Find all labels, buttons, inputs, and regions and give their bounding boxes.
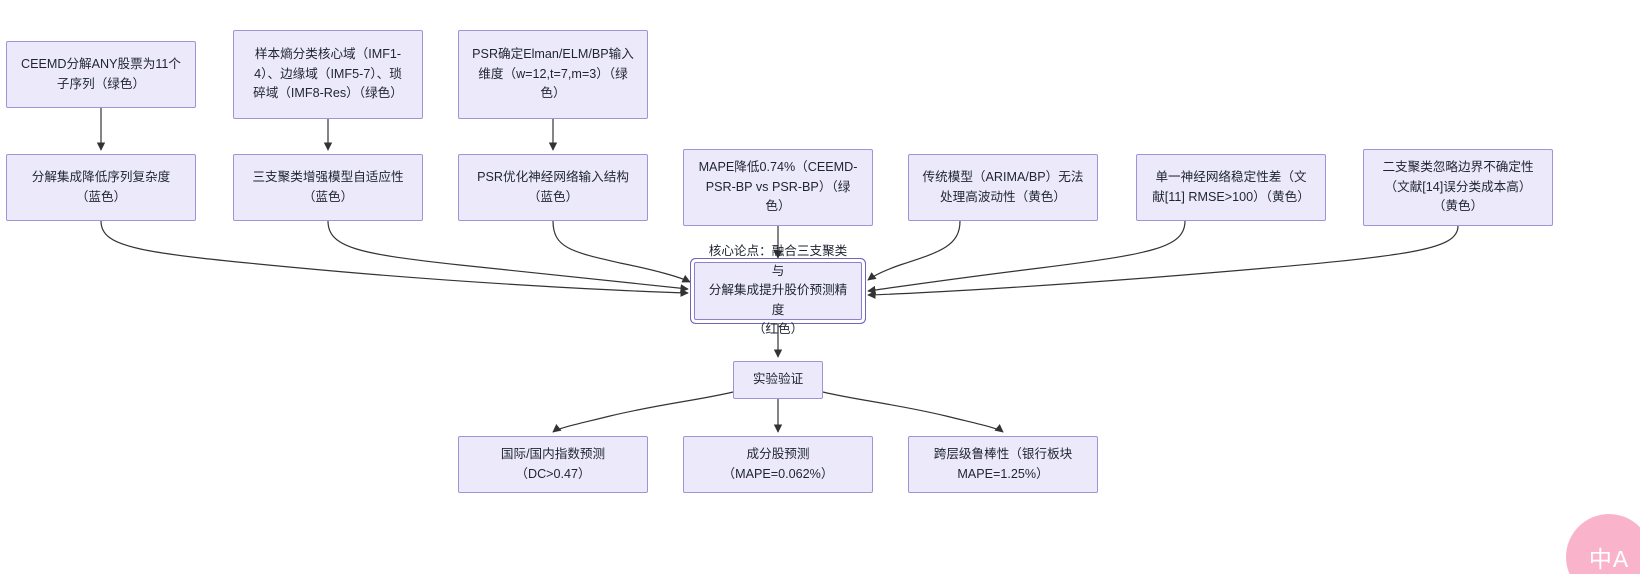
node-decomposition-reduces-complexity[interactable]: 分解集成降低序列复杂度 （蓝色） xyxy=(6,154,196,221)
node-label: 样本熵分类核心域（IMF1- 4）、边缘域（IMF5-7）、琐 碎域（IMF8-… xyxy=(253,47,403,101)
edge-n5-core xyxy=(327,220,689,293)
node-core-thesis[interactable]: 核心论点：融合三支聚类与 分解集成提升股价预测精度 （红色） xyxy=(694,244,862,336)
edge-n6-core xyxy=(552,220,691,283)
node-label: 实验验证 xyxy=(752,372,804,387)
node-label: PSR优化神经网络输入结构 （蓝色） xyxy=(477,169,629,204)
node-label: 核心论点：融合三支聚类与 分解集成提升股价预测精度 （红色） xyxy=(708,244,848,337)
edge-n9-core xyxy=(867,220,1186,295)
node-constituent-stock-forecast[interactable]: 成分股预测 （MAPE=0.062%） xyxy=(683,436,873,493)
watermark-logo: 中A xyxy=(1566,514,1640,574)
node-label: 单一神经网络稳定性差（文 献[11] RMSE>100）（黄色） xyxy=(1152,169,1310,204)
edge-n4-core xyxy=(100,220,689,297)
node-mape-reduction[interactable]: MAPE降低0.74%（CEEMD- PSR-BP vs PSR-BP）（绿 色… xyxy=(683,149,873,226)
edge-n8-core xyxy=(867,220,961,281)
node-single-network-instability[interactable]: 单一神经网络稳定性差（文 献[11] RMSE>100）（黄色） xyxy=(1136,154,1326,221)
edge-n11-n12 xyxy=(552,391,734,433)
node-label: 传统模型（ARIMA/BP）无法 处理高波动性（黄色） xyxy=(922,169,1084,204)
node-ceemd-decomposition[interactable]: CEEMD分解ANY股票为11个 子序列（绿色） xyxy=(6,41,196,108)
edge-n11-n14 xyxy=(822,391,1004,433)
node-label: PSR确定Elman/ELM/BP输入 维度（w=12,t=7,m=3）（绿 色… xyxy=(472,47,634,101)
node-label: MAPE降低0.74%（CEEMD- PSR-BP vs PSR-BP）（绿 色… xyxy=(698,160,858,214)
node-psr-input-dimension[interactable]: PSR确定Elman/ELM/BP输入 维度（w=12,t=7,m=3）（绿 色… xyxy=(458,30,648,119)
node-label: 跨层级鲁棒性（银行板块 MAPE=1.25%） xyxy=(933,446,1073,481)
edge-n10-core xyxy=(867,225,1459,299)
node-label: 国际/国内指数预测 （DC>0.47） xyxy=(500,446,606,481)
node-label: CEEMD分解ANY股票为11个 子序列（绿色） xyxy=(20,56,181,91)
node-psr-optimizes-network-input[interactable]: PSR优化神经网络输入结构 （蓝色） xyxy=(458,154,648,221)
node-cross-level-robustness[interactable]: 跨层级鲁棒性（银行板块 MAPE=1.25%） xyxy=(908,436,1098,493)
node-label: 分解集成降低序列复杂度 （蓝色） xyxy=(31,169,171,204)
node-label: 成分股预测 （MAPE=0.062%） xyxy=(722,446,834,481)
watermark-text: 中A xyxy=(1588,546,1630,572)
node-label: 三支聚类增强模型自适应性 （蓝色） xyxy=(252,169,404,204)
node-experimental-validation[interactable]: 实验验证 xyxy=(733,361,823,399)
node-two-way-clustering-boundary[interactable]: 二支聚类忽略边界不确定性 （文献[14]误分类成本高） （黄色） xyxy=(1363,149,1553,226)
node-sample-entropy-classification[interactable]: 样本熵分类核心域（IMF1- 4）、边缘域（IMF5-7）、琐 碎域（IMF8-… xyxy=(233,30,423,119)
node-label: 二支聚类忽略边界不确定性 （文献[14]误分类成本高） （黄色） xyxy=(1382,160,1534,214)
node-three-way-clustering-adaptivity[interactable]: 三支聚类增强模型自适应性 （蓝色） xyxy=(233,154,423,221)
node-index-forecast[interactable]: 国际/国内指数预测 （DC>0.47） xyxy=(458,436,648,493)
node-traditional-models-limitation[interactable]: 传统模型（ARIMA/BP）无法 处理高波动性（黄色） xyxy=(908,154,1098,221)
